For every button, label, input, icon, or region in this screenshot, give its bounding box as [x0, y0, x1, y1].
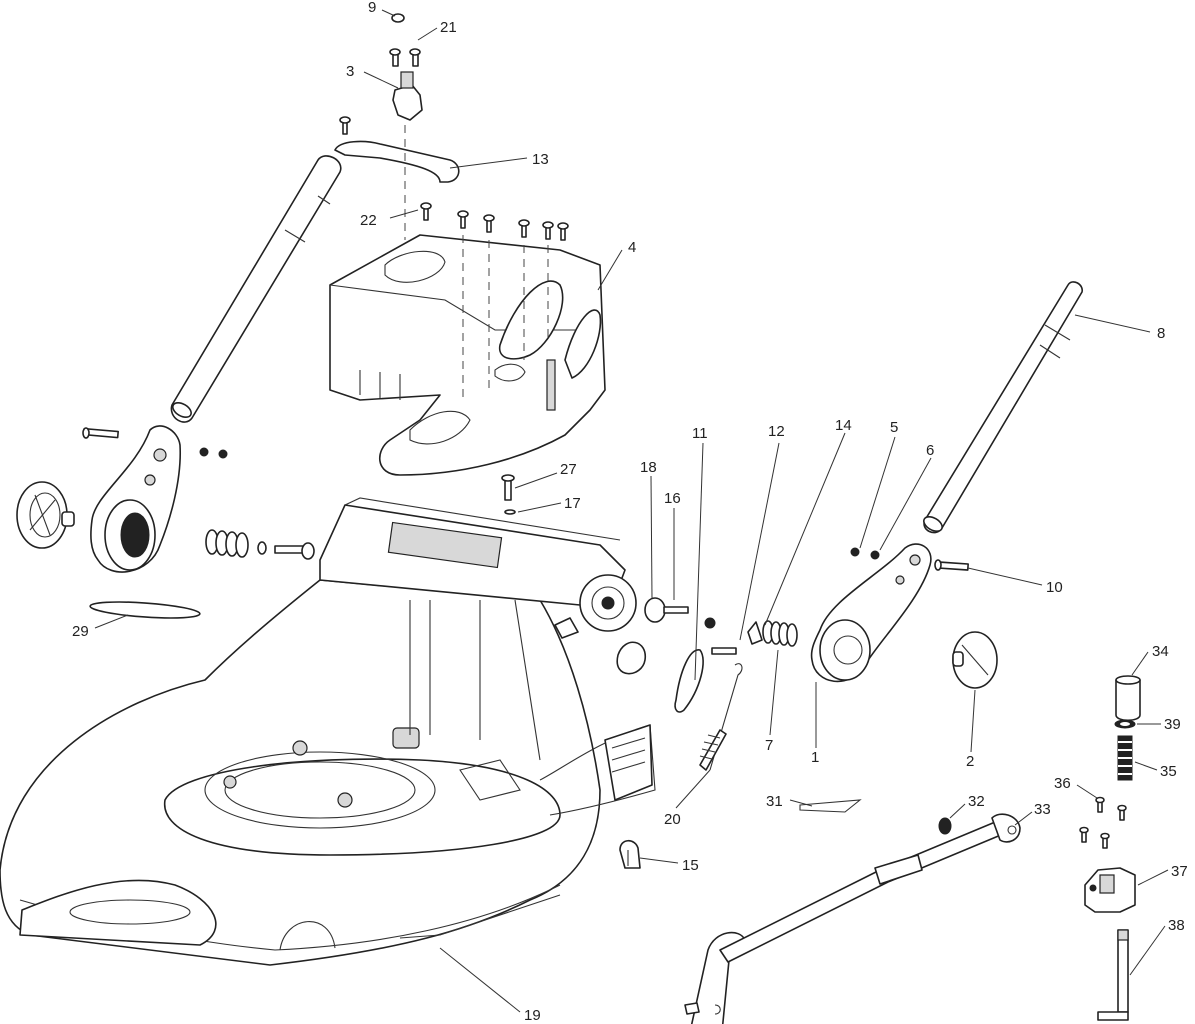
- label-5: 5: [890, 419, 898, 436]
- label-19: 19: [524, 1007, 541, 1024]
- label-8: 8: [1157, 325, 1165, 342]
- label-3: 3: [346, 63, 354, 80]
- label-21: 21: [440, 19, 457, 36]
- part-38-shaft: [1097, 929, 1129, 1021]
- left-nuts: [199, 447, 228, 459]
- left-knob: [16, 481, 75, 549]
- label-36: 36: [1054, 775, 1071, 792]
- right-handle-bracket: [810, 543, 932, 683]
- label-37: 37: [1171, 863, 1188, 880]
- label-7: 7: [765, 737, 773, 754]
- label-32: 32: [968, 793, 985, 810]
- top-handle-bar: [334, 140, 460, 183]
- part-20-spring: [699, 663, 743, 771]
- left-handle-tube: [170, 155, 342, 423]
- label-17: 17: [564, 495, 581, 512]
- part-labels: 9 21 3 13 22 4 8 27 17 18 16 11 12 14 5 …: [72, 0, 1188, 1024]
- left-handle-bracket: [90, 425, 182, 573]
- part-15-clip: [619, 839, 641, 869]
- part-33-lever: [684, 813, 1021, 1024]
- part-37-housing: [1084, 867, 1136, 913]
- label-35: 35: [1160, 763, 1177, 780]
- label-1: 1: [811, 749, 819, 766]
- label-39: 39: [1164, 716, 1181, 733]
- label-9: 9: [368, 0, 376, 16]
- label-18: 18: [640, 459, 657, 476]
- leader-lines: [94, 9, 1169, 1013]
- label-29: 29: [72, 623, 89, 640]
- assembly-dash-lines: [404, 125, 549, 400]
- part-32: [938, 817, 952, 835]
- part-29-gasket: [89, 601, 201, 619]
- right-spring-assembly: [644, 597, 798, 713]
- label-15: 15: [682, 857, 699, 874]
- label-20: 20: [664, 811, 681, 828]
- top-cover: [329, 234, 606, 476]
- label-11: 11: [692, 425, 708, 442]
- right-bolt: [934, 559, 969, 571]
- label-34: 34: [1152, 643, 1169, 660]
- label-14: 14: [835, 417, 852, 434]
- left-bolt: [82, 427, 119, 439]
- label-4: 4: [628, 239, 636, 256]
- rear-cross-bar: [319, 497, 646, 675]
- part-31: [799, 799, 862, 813]
- part-35-spring: [1117, 735, 1133, 781]
- mower-deck: [0, 579, 656, 966]
- label-31: 31: [766, 793, 783, 810]
- left-spring-assembly: [205, 529, 315, 560]
- part-36-screws: [1079, 796, 1127, 849]
- label-16: 16: [664, 490, 681, 507]
- label-2: 2: [966, 753, 974, 770]
- label-13: 13: [532, 151, 549, 168]
- switch-box: [392, 71, 423, 121]
- label-22: 22: [360, 212, 377, 229]
- label-27: 27: [560, 461, 577, 478]
- part-39-ring: [1114, 719, 1136, 729]
- part-27-screw: [501, 474, 516, 515]
- label-33: 33: [1034, 801, 1051, 818]
- right-knob: [952, 631, 998, 689]
- top-screws: [339, 13, 569, 241]
- label-12: 12: [768, 423, 785, 440]
- right-handle-tube: [923, 281, 1083, 534]
- label-38: 38: [1168, 917, 1185, 934]
- label-6: 6: [926, 442, 934, 459]
- part-34-cap: [1115, 675, 1141, 722]
- right-nuts: [850, 547, 880, 560]
- label-10: 10: [1046, 579, 1063, 596]
